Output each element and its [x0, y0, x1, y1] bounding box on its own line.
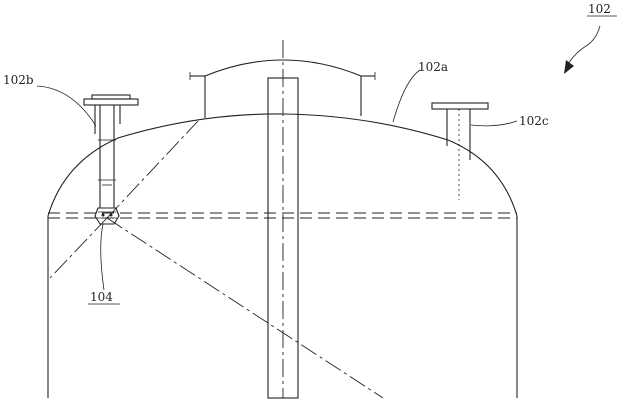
- top-manway: [190, 60, 375, 118]
- label-dome: 102a: [418, 60, 448, 74]
- spray-nozzle: [95, 208, 119, 224]
- label-left-nozzle: 102b: [3, 73, 34, 87]
- leader-104: [101, 224, 104, 290]
- leader-lines: [37, 16, 617, 304]
- arrow-curve: [568, 26, 600, 64]
- reference-arrow: [564, 26, 600, 74]
- leader-102b: [37, 86, 96, 126]
- label-nozzle-tip: 104: [90, 290, 113, 304]
- label-right-nozzle: 102c: [519, 114, 549, 128]
- label-vessel: 102: [588, 2, 611, 16]
- central-pipe: [268, 40, 298, 398]
- vessel-shell: [48, 114, 517, 398]
- leader-102c: [471, 121, 517, 126]
- left-nozzle: [84, 95, 138, 208]
- leader-102a: [393, 70, 420, 122]
- right-nozzle: [432, 103, 488, 200]
